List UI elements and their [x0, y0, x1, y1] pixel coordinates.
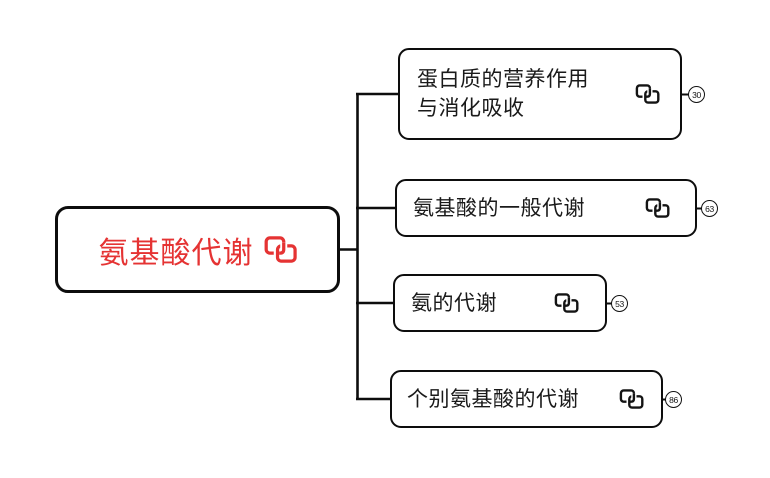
link-icon[interactable]: [554, 293, 579, 313]
subtopic-label: 个别氨基酸的代谢: [407, 387, 579, 411]
link-icon[interactable]: [619, 389, 644, 409]
root-topic[interactable]: 氨基酸代谢: [55, 206, 340, 293]
link-icon[interactable]: [645, 198, 670, 218]
root-topic-label: 氨基酸代谢: [98, 236, 254, 270]
subtopic-individual-amino-acids[interactable]: 个别氨基酸的代谢: [390, 370, 663, 428]
collapsed-count-badge[interactable]: 30: [688, 86, 705, 103]
subtopic-protein-nutrition[interactable]: 蛋白质的营养作用 与消化吸收: [398, 48, 682, 140]
subtopic-ammonia-metabolism[interactable]: 氨的代谢: [393, 274, 607, 332]
collapsed-count-badge[interactable]: 86: [665, 391, 682, 408]
subtopic-label: 蛋白质的营养作用 与消化吸收: [417, 68, 589, 120]
badge-count: 63: [705, 203, 714, 214]
link-icon[interactable]: [264, 236, 297, 263]
collapsed-count-badge[interactable]: 63: [701, 200, 718, 217]
badge-count: 53: [615, 298, 624, 309]
subtopic-general-metabolism[interactable]: 氨基酸的一般代谢: [395, 179, 697, 237]
badge-count: 30: [692, 89, 701, 100]
subtopic-label: 氨的代谢: [411, 291, 497, 315]
collapsed-count-badge[interactable]: 53: [611, 295, 628, 312]
subtopic-label: 氨基酸的一般代谢: [413, 196, 585, 220]
badge-count: 86: [669, 394, 678, 405]
link-icon[interactable]: [635, 84, 660, 104]
